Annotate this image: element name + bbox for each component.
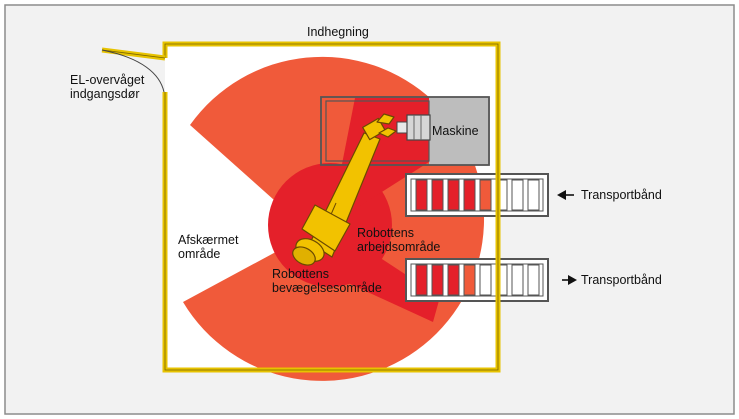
entrance-door	[101, 47, 166, 93]
conveyor-bottom-label: Transportbånd	[581, 273, 662, 287]
door-label-line-2: indgangsdør	[70, 87, 140, 101]
door-label: EL-overvåget indgangsdør	[70, 73, 144, 101]
work-area-label-line-1: Robottens	[357, 226, 414, 240]
movement-area-label-line-1: Robottens	[272, 267, 329, 281]
conveyor-top	[405, 173, 549, 217]
enclosure-wall	[162, 41, 501, 373]
shielded-area-label: Afskærmet område	[178, 233, 238, 261]
conveyor-bottom	[405, 258, 549, 302]
machine-label: Maskine	[432, 124, 479, 138]
machine-outline	[320, 96, 490, 166]
arrow-into-cell-icon	[557, 190, 574, 200]
enclosure-label: Indhegning	[307, 25, 369, 39]
machine-block	[429, 97, 490, 165]
work-area-label: Robottens arbejdsområde	[357, 226, 440, 254]
conveyor-top-label: Transportbånd	[581, 188, 662, 202]
machine-spindle	[396, 114, 431, 141]
shielded-area-label-line-2: område	[178, 247, 221, 261]
door-label-line-1: EL-overvåget	[70, 73, 145, 87]
movement-area-label: Robottens bevægelsesområde	[272, 267, 382, 295]
movement-area-label-line-2: bevægelsesområde	[272, 281, 382, 295]
robot-arm	[292, 113, 397, 266]
arrow-out-of-cell-icon	[562, 275, 577, 285]
work-area-label-line-2: arbejdsområde	[357, 240, 441, 254]
shielded-area-label-line-1: Afskærmet	[178, 233, 239, 247]
